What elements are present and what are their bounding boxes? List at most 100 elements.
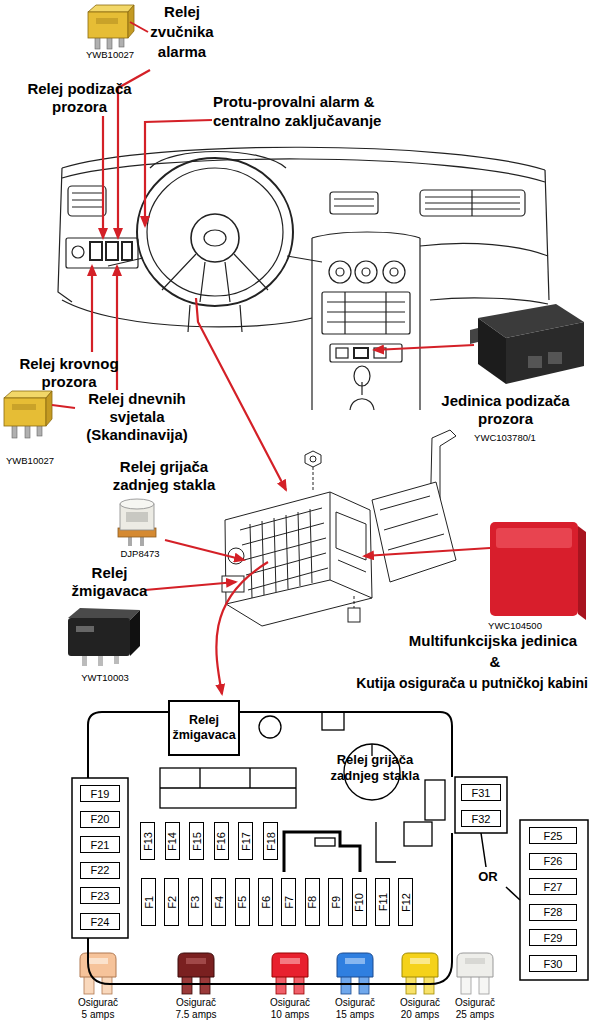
fuse-number: F7 bbox=[283, 896, 295, 909]
fuse-rating-label: Osigurač 20 amps bbox=[397, 997, 443, 1021]
fuse-number: F3 bbox=[189, 896, 201, 909]
fuse-slot: F29 bbox=[529, 929, 577, 946]
fuse-slot: F8 bbox=[305, 878, 320, 926]
dashboard-drawing bbox=[58, 147, 549, 410]
fuse-number: F12 bbox=[400, 893, 412, 912]
fuse-slot: F2 bbox=[164, 878, 179, 926]
fuse-number: F15 bbox=[191, 832, 203, 851]
fuse-number: F9 bbox=[330, 896, 342, 909]
fuse-slot: F21 bbox=[80, 836, 120, 853]
fuse-number: F16 bbox=[215, 832, 227, 851]
fuse-slot: F11 bbox=[375, 878, 390, 926]
leader-line bbox=[130, 22, 148, 32]
fuse-slot: F25 bbox=[529, 827, 577, 844]
fuse-rating-label: Osigurač 5 amps bbox=[75, 997, 121, 1021]
relay-picture bbox=[68, 608, 140, 666]
multifunction-unit-picture bbox=[490, 522, 586, 620]
fuse-slot: F16 bbox=[214, 822, 229, 860]
callout-label: Relej podizača prozora bbox=[12, 80, 147, 116]
fuse-slot: F14 bbox=[165, 822, 180, 860]
fuse-slot: F5 bbox=[235, 878, 250, 926]
fuse-number: F22 bbox=[91, 864, 110, 876]
part-number: YWC103780/1 bbox=[450, 432, 560, 443]
fusebox-details bbox=[160, 712, 445, 872]
callout-label: & bbox=[470, 653, 520, 671]
fuse-rating-label: Osigurač 15 amps bbox=[332, 997, 378, 1021]
or-connector-line bbox=[481, 833, 520, 900]
fuse-slot: F10 bbox=[352, 878, 367, 926]
fuse-number: F4 bbox=[213, 896, 225, 909]
fuse-slot: F1 bbox=[141, 878, 156, 926]
fuse-slot: F23 bbox=[80, 887, 120, 904]
part-number: DJP8473 bbox=[105, 548, 175, 559]
callout-label: Relej krovnog prozora bbox=[10, 355, 128, 391]
callout-label: Jedinica podizača prozora bbox=[428, 392, 583, 428]
fuse-number: F1 bbox=[143, 896, 155, 909]
fuse-number: F23 bbox=[91, 890, 110, 902]
relay-picture bbox=[88, 5, 134, 49]
part-number: YWT10003 bbox=[70, 672, 140, 683]
fuse-number: F32 bbox=[472, 813, 491, 825]
fuse-box: Relej grijača zadnjeg stakla Relej žmigav… bbox=[70, 698, 510, 988]
fuse-number: F11 bbox=[377, 893, 389, 911]
fuse-slot: F15 bbox=[189, 822, 204, 860]
fuse-picture bbox=[457, 953, 493, 994]
fuse-picture bbox=[272, 953, 308, 994]
fuse-group-frame bbox=[72, 777, 588, 980]
callout-label: Multifunkcijska jedinica bbox=[398, 632, 588, 650]
fuse-box-outline bbox=[70, 698, 510, 988]
fuse-slot: F13 bbox=[140, 822, 155, 860]
fuse-number: F27 bbox=[544, 881, 563, 893]
callout-arrow bbox=[92, 70, 490, 694]
fuse-number: F5 bbox=[236, 896, 248, 909]
window-unit-picture bbox=[470, 304, 584, 384]
fuse-slot: F26 bbox=[529, 853, 577, 870]
fusebox-assembly-drawing bbox=[222, 430, 456, 626]
fuse-slot: F12 bbox=[398, 878, 413, 926]
part-number: YWC104500 bbox=[480, 620, 550, 631]
callout-label: Relej zvučnika alarma bbox=[143, 2, 221, 62]
fuse-slot: F17 bbox=[238, 822, 253, 860]
fuse-number: F26 bbox=[544, 855, 563, 867]
fuse-number: F8 bbox=[306, 896, 318, 909]
fuse-picture bbox=[402, 953, 438, 994]
fuse-rating-label: Osigurač 10 amps bbox=[267, 997, 313, 1021]
fuse-number: F30 bbox=[544, 958, 563, 970]
callout-label: Relej žmigavaca bbox=[62, 564, 157, 600]
fuse-slot: F31 bbox=[461, 784, 501, 801]
fuse-picture bbox=[178, 953, 214, 994]
fuse-number: F18 bbox=[265, 832, 277, 851]
fuse-number: F28 bbox=[544, 906, 563, 918]
fuse-number: F24 bbox=[91, 916, 110, 928]
fuse-number: F17 bbox=[240, 832, 252, 851]
fuse-rating-label: Osigurač 25 amps bbox=[452, 997, 498, 1021]
fuse-picture bbox=[80, 953, 116, 994]
fuse-number: F6 bbox=[260, 896, 272, 909]
relay-picture bbox=[118, 499, 156, 546]
fuse-number: F31 bbox=[472, 787, 491, 799]
fuse-number: F19 bbox=[91, 788, 110, 800]
wrap-spacer bbox=[379, 92, 453, 111]
fuse-slot: F24 bbox=[80, 913, 120, 930]
fuse-picture bbox=[337, 953, 373, 994]
fuse-number: F21 bbox=[91, 839, 110, 851]
callout-label: Relej grijača zadnjeg stakla bbox=[105, 458, 223, 494]
fuse-slot: F19 bbox=[80, 785, 120, 802]
fuse-slot: F20 bbox=[80, 811, 120, 828]
fuse-rating-label: Osigurač 7.5 amps bbox=[173, 997, 219, 1021]
relay-label: Relej žmigavaca bbox=[170, 713, 238, 743]
callout-label: Relej dnevnih svjetala (Skandinavija) bbox=[78, 390, 196, 444]
fuse-number: F25 bbox=[544, 830, 563, 842]
fuse-slot: F32 bbox=[461, 810, 501, 827]
fuse-number: F13 bbox=[142, 832, 154, 851]
part-number: YWB10027 bbox=[0, 455, 60, 466]
relay-picture bbox=[4, 391, 52, 438]
fuse-slot: F9 bbox=[328, 878, 343, 926]
fuse-slot: F27 bbox=[529, 878, 577, 895]
part-number: YWB10027 bbox=[80, 49, 140, 60]
fuse-slot: F22 bbox=[80, 862, 120, 879]
relay-label: Relej grijača zadnjeg stakla bbox=[323, 752, 427, 784]
callout-label: Kutija osigurača u putničkoj kabini bbox=[290, 675, 588, 692]
fuse-number: F14 bbox=[166, 832, 178, 851]
